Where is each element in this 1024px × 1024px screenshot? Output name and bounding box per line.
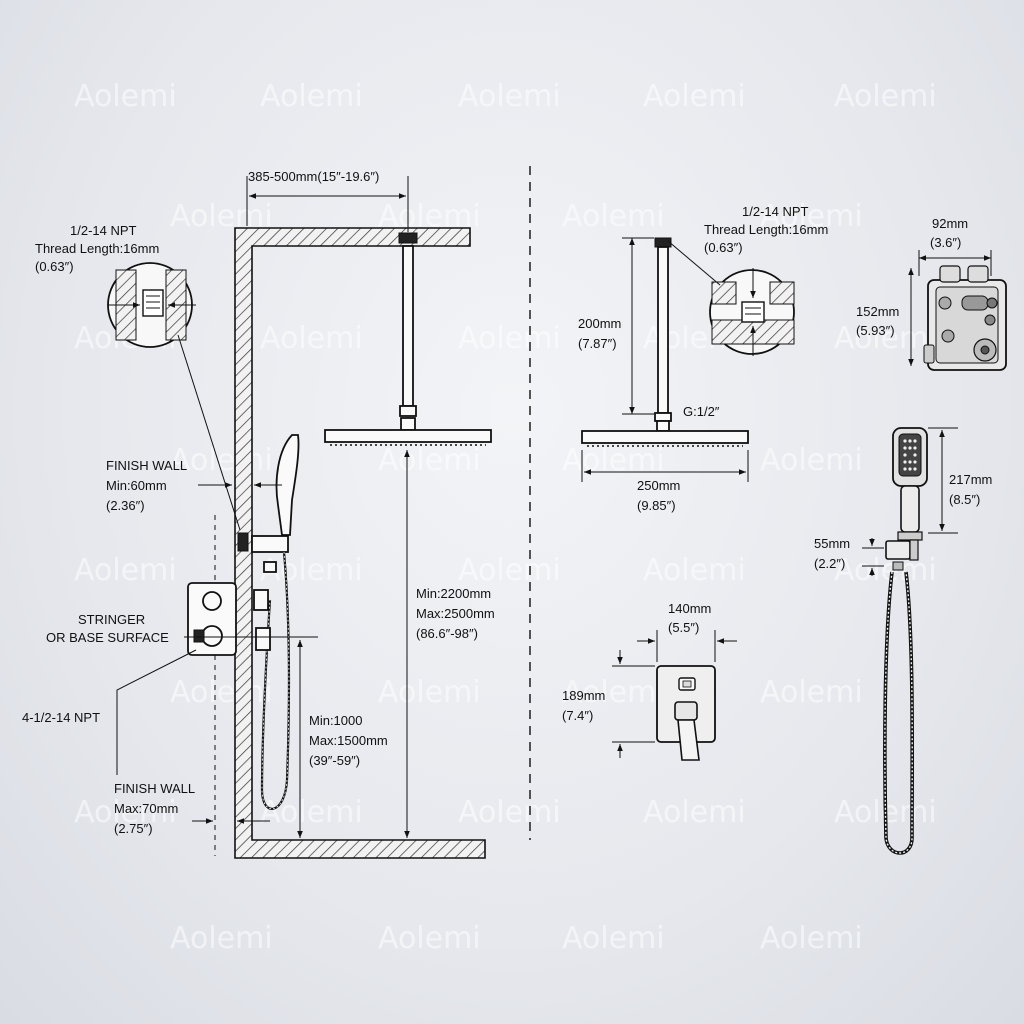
head-height-inches: (86.6″-98″) (416, 626, 478, 641)
npt-thread-inches: (0.63″) (35, 259, 74, 274)
watermark-layer: Aolemi Aolemi Aolemi Aolemi Aolemi Aolem… (74, 79, 937, 956)
head-height-max: Max:2500mm (416, 606, 495, 621)
hose-outlet (263, 561, 277, 573)
npt-detail-magnifier (107, 262, 196, 348)
watermark: Aolemi (74, 795, 177, 830)
watermark: Aolemi (458, 795, 561, 830)
finish-wall-bottom-label: FINISH WALL (114, 781, 195, 796)
valve-port-upper (202, 591, 222, 611)
right-npt-thread-inches: (0.63″) (704, 240, 743, 255)
valve-width-mm: 92mm (932, 216, 968, 231)
watermark: Aolemi (260, 79, 363, 114)
hand-shower-length-inches: (8.5″) (949, 492, 980, 507)
arm-length-inches: (7.87″) (578, 336, 617, 351)
plate-width-inches: (5.5″) (668, 620, 699, 635)
right-npt-leader (667, 240, 721, 286)
valve-npt-label: 4-1/2-14 NPT (22, 710, 100, 725)
stringer-label-2: OR BASE SURFACE (46, 630, 169, 645)
valve-port-lower (201, 625, 223, 647)
trim-plate-detail (656, 665, 716, 761)
finish-wall-bottom-inches: (2.75″) (114, 821, 153, 836)
head-width-mm: 250mm (637, 478, 680, 493)
watermark: Aolemi (260, 321, 363, 356)
wall-connector (237, 532, 249, 552)
watermark: Aolemi (562, 443, 665, 478)
watermark: Aolemi (458, 321, 561, 356)
hand-height-max: Max:1500mm (309, 733, 388, 748)
plate-height-inches: (7.4″) (562, 708, 593, 723)
watermark: Aolemi (170, 921, 273, 956)
hand-shower-holder (251, 535, 289, 553)
watermark: Aolemi (260, 795, 363, 830)
plate-width-mm: 140mm (668, 601, 711, 616)
watermark: Aolemi (760, 199, 863, 234)
arm-length-label: 385-500mm(15″-19.6″) (248, 169, 379, 184)
stringer-label-1: STRINGER (78, 612, 145, 627)
watermark: Aolemi (760, 921, 863, 956)
arm-connector (399, 405, 417, 417)
npt-leader-line (177, 334, 241, 531)
plate-height-mm: 189mm (562, 688, 605, 703)
right-npt-size: 1/2-14 NPT (742, 204, 809, 219)
finish-wall-top-label: FINISH WALL (106, 458, 187, 473)
watermark: Aolemi (643, 79, 746, 114)
head-width-inches: (9.85″) (637, 498, 676, 513)
npt-detail-magnifier-right (709, 268, 795, 356)
thread-spec: G:1/2″ (683, 404, 720, 419)
watermark: Aolemi (378, 443, 481, 478)
shower-head-detail (581, 430, 749, 444)
watermark: Aolemi (834, 553, 937, 588)
holder-size-inches: (2.2″) (814, 556, 845, 571)
npt-thread-length: Thread Length:16mm (35, 241, 159, 256)
rain-shower-head (324, 429, 492, 443)
diverter-outlet (253, 589, 269, 611)
watermark: Aolemi (562, 199, 665, 234)
hand-shower-length-mm: 217mm (949, 472, 992, 487)
shower-arm (402, 245, 414, 407)
watermark: Aolemi (378, 921, 481, 956)
finish-wall-top-min: Min:60mm (106, 478, 167, 493)
watermark: Aolemi (760, 443, 863, 478)
valve-height-inches: (5.93″) (856, 323, 895, 338)
arm-flange (654, 237, 672, 248)
rough-in-valve-detail (923, 265, 1007, 371)
hand-shower-detail (883, 427, 928, 855)
watermark: Aolemi (458, 79, 561, 114)
hand-shower (275, 434, 300, 536)
ceiling-flange (398, 232, 418, 244)
finish-wall-bottom-max: Max:70mm (114, 801, 178, 816)
watermark: Aolemi (562, 921, 665, 956)
watermark: Aolemi (170, 675, 273, 710)
hand-height-min: Min:1000 (309, 713, 362, 728)
right-npt-thread-length: Thread Length:16mm (704, 222, 828, 237)
head-height-min: Min:2200mm (416, 586, 491, 601)
arm-length-mm: 200mm (578, 316, 621, 331)
watermark: Aolemi (760, 675, 863, 710)
npt-size-label: 1/2-14 NPT (70, 223, 137, 238)
valve-height-mm: 152mm (856, 304, 899, 319)
watermark: Aolemi (834, 79, 937, 114)
watermark: Aolemi (74, 79, 177, 114)
watermark: Aolemi (74, 553, 177, 588)
watermark: Aolemi (260, 553, 363, 588)
watermark: Aolemi (378, 675, 481, 710)
swivel-ball (400, 417, 416, 431)
wall-ceiling-floor (234, 227, 486, 859)
holder-size-mm: 55mm (814, 536, 850, 551)
valve-trim (255, 627, 271, 651)
hand-height-inches: (39″-59″) (309, 753, 360, 768)
finish-wall-top-inches: (2.36″) (106, 498, 145, 513)
valve-width-inches: (3.6″) (930, 235, 961, 250)
installation-diagram: 385-500mm(15″-19.6″) Min:2200mm Max:2500… (22, 169, 495, 859)
arm-detail (657, 246, 669, 414)
watermark: Aolemi (458, 553, 561, 588)
watermark: Aolemi (562, 675, 665, 710)
watermark: Aolemi (834, 321, 937, 356)
watermark: Aolemi (643, 795, 746, 830)
watermark: Aolemi (643, 553, 746, 588)
component-details: 1/2-14 NPT Thread Length:16mm (0.63″) 20… (562, 204, 1007, 855)
